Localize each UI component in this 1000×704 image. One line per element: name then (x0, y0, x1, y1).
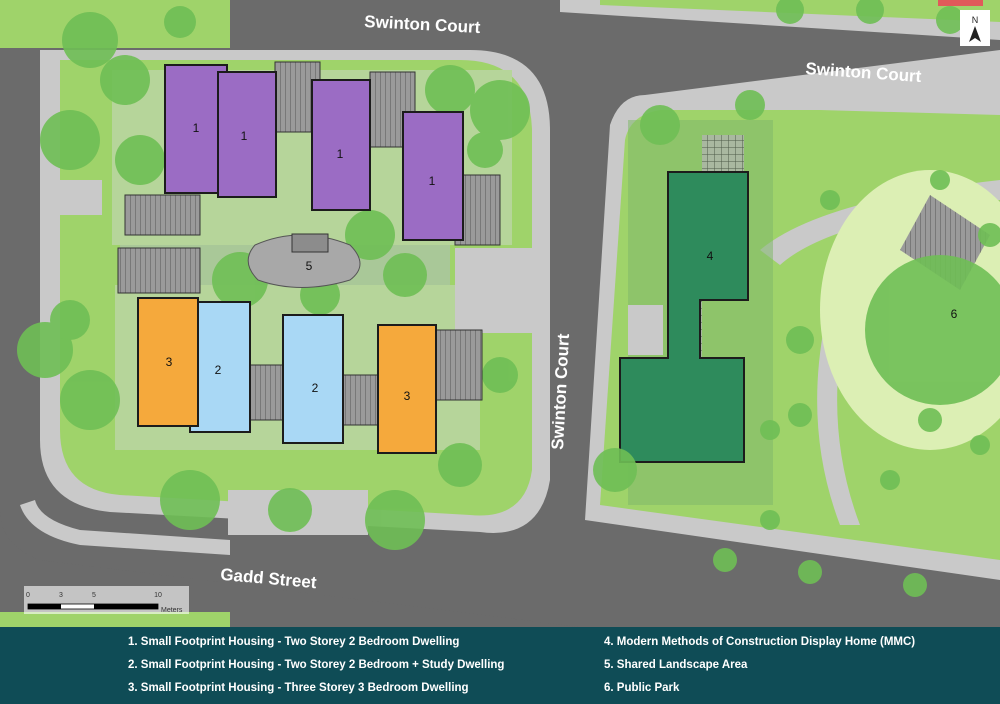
type2-houses (189, 301, 344, 444)
tree-canopies (17, 0, 1000, 597)
north-arrow: N (960, 10, 990, 46)
tree (918, 408, 942, 432)
scale-bar-segment (28, 604, 61, 609)
south-verge (0, 612, 230, 627)
legend-item-1: 1. Small Footprint Housing - Two Storey … (128, 636, 460, 648)
tree (115, 135, 165, 185)
tree (164, 6, 196, 38)
house-type2 (282, 314, 344, 444)
driveway-east (455, 248, 550, 333)
legend-item-3: 3. Small Footprint Housing - Three Store… (128, 682, 469, 694)
mmc-building (619, 171, 749, 463)
tree (383, 253, 427, 297)
type1-houses (164, 64, 464, 241)
tree (970, 435, 990, 455)
tree (865, 255, 1000, 405)
tree (482, 357, 518, 393)
label-plot-1d: 1 (429, 174, 436, 188)
house-type1 (217, 71, 277, 198)
label-plot-2b: 2 (312, 381, 319, 395)
tree (100, 55, 150, 105)
label-plot-6: 6 (951, 307, 958, 321)
label-plot-1a: 1 (193, 121, 200, 135)
tree (40, 110, 100, 170)
label-plot-2a: 2 (215, 363, 222, 377)
house-type3 (137, 297, 199, 427)
north-arrow-letter: N (972, 15, 979, 25)
tree (760, 420, 780, 440)
house-type2 (189, 301, 251, 433)
garage (117, 247, 201, 294)
tree (735, 90, 765, 120)
tree (760, 510, 780, 530)
house-type1 (311, 79, 371, 211)
tree (880, 470, 900, 490)
tree (903, 573, 927, 597)
tree (640, 105, 680, 145)
label-plot-5: 5 (306, 259, 313, 273)
tree (345, 210, 395, 260)
tree (467, 132, 503, 168)
tree (856, 0, 884, 24)
tree (820, 190, 840, 210)
legend-panel: 1. Small Footprint Housing - Two Storey … (0, 627, 1000, 704)
tree (438, 443, 482, 487)
tree (776, 0, 804, 24)
legend-item-5: 5. Shared Landscape Area (604, 659, 748, 671)
type3-houses (137, 297, 437, 454)
legend-item-4: 4. Modern Methods of Construction Displa… (604, 636, 916, 648)
scale-unit: Meters (161, 607, 183, 614)
label-plot-1b: 1 (241, 129, 248, 143)
plaza-shelter (291, 233, 329, 253)
site-map: 1 1 1 1 2 2 3 3 4 5 6 Swinton Court Swin… (0, 0, 1000, 627)
tree (470, 80, 530, 140)
tree (425, 65, 475, 115)
south-footpath (20, 500, 230, 555)
north-arrow-icon (969, 26, 981, 42)
house-type1 (164, 64, 228, 194)
scale-tick-5: 5 (92, 592, 96, 599)
driveway-west (40, 180, 102, 215)
tree (713, 548, 737, 572)
tree (60, 370, 120, 430)
tree (786, 326, 814, 354)
tree (160, 470, 220, 530)
tree (936, 6, 964, 34)
tree (365, 490, 425, 550)
mmc-parking (628, 305, 663, 355)
tree (788, 403, 812, 427)
label-plot-1c: 1 (337, 147, 344, 161)
tree (50, 300, 90, 340)
garage (124, 194, 201, 236)
label-plot-3b: 3 (404, 389, 411, 403)
red-marker (938, 0, 983, 6)
legend-item-6: 6. Public Park (604, 682, 680, 694)
tree (930, 170, 950, 190)
house-type3 (377, 324, 437, 454)
mmc-pergola (702, 135, 744, 175)
label-plot-3a: 3 (166, 355, 173, 369)
garage (431, 329, 483, 401)
scale-bar: 0 3 5 10 Meters (24, 586, 189, 614)
scale-tick-0: 0 (26, 592, 30, 599)
legend-item-2: 2. Small Footprint Housing - Two Storey … (128, 659, 505, 671)
scale-tick-10: 10 (154, 592, 162, 599)
tree (798, 560, 822, 584)
label-plot-4: 4 (707, 249, 714, 263)
tree (62, 12, 118, 68)
tree (268, 488, 312, 532)
tree (978, 223, 1000, 247)
scale-tick-3: 3 (59, 592, 63, 599)
scale-bar-segment (94, 604, 158, 609)
tree (593, 448, 637, 492)
house-type1 (402, 111, 464, 241)
